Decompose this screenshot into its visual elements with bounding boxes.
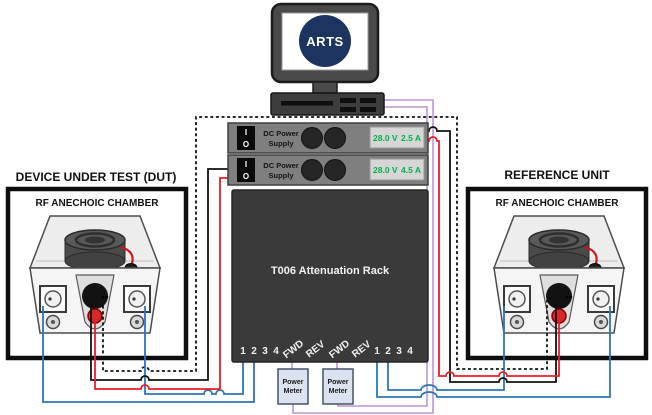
dut-chamber-label: RF ANECHOIC CHAMBER	[36, 198, 160, 209]
dut-left-port-to-rack2-cable	[42, 306, 255, 403]
current-readout: 2.5 A	[401, 133, 421, 143]
voltage-knob	[301, 127, 323, 149]
dc-power-supply-2: I O DC Power Supply 28.0 V 4.5 A	[227, 154, 429, 186]
rack-left-port-4: 4	[273, 346, 279, 357]
control-computer: ARTS	[270, 2, 385, 116]
rack-left-port-2: 2	[251, 346, 257, 357]
power-meter-1: Power Meter	[277, 368, 309, 405]
rack-right-port-2: 2	[385, 346, 391, 357]
power-meter-2: Power Meter	[322, 368, 354, 405]
vent-slot	[360, 98, 376, 103]
rack-right-port-3: 3	[396, 346, 402, 357]
power-switch	[237, 126, 255, 150]
power-meter-label-line2: Meter	[329, 388, 348, 395]
dut-device	[28, 214, 162, 335]
drive-slot	[281, 101, 333, 106]
computer-control-cable-dashed	[102, 116, 548, 372]
ref-dc-positive-cable	[428, 136, 560, 377]
power-meter-label-line2: Meter	[284, 388, 303, 395]
dut-dc-negative-cable	[90, 168, 228, 381]
switch-on-label: I	[245, 160, 247, 169]
reference-device	[492, 214, 626, 335]
right-meter-to-computer-cable	[337, 106, 428, 407]
rack-left-port-3: 3	[262, 346, 268, 357]
cabling	[42, 99, 611, 414]
switch-off-label: O	[243, 140, 249, 149]
current-knob	[324, 159, 346, 181]
rack1-to-ref-right-port-cable	[376, 306, 611, 398]
current-readout: 4.5 A	[401, 165, 421, 175]
rack-left-port-1: 1	[240, 346, 246, 357]
voltage-readout: 28.0 V	[373, 165, 398, 175]
switch-on-label: I	[245, 128, 247, 137]
supply-display	[369, 126, 425, 149]
supply-label-line1: DC Power	[263, 129, 299, 138]
reference-chamber-label: RF ANECHOIC CHAMBER	[496, 198, 620, 209]
rack2-to-ref-left-port-cable	[387, 306, 505, 391]
rack-label: T006 Attenuation Rack	[271, 265, 390, 277]
supply-display	[369, 158, 425, 181]
voltage-knob	[301, 159, 323, 181]
dut-dc-positive-cable	[94, 177, 228, 390]
arts-logo-text: ARTS	[306, 34, 343, 49]
vent-slot	[360, 107, 376, 112]
supply-label-line2: Supply	[268, 171, 294, 180]
rack-right-port-1: 1	[374, 346, 380, 357]
reference-unit-title: REFERENCE UNIT	[504, 168, 610, 182]
power-meter-body	[277, 368, 309, 405]
attenuation-rack: T006 Attenuation Rack 1 2 3 4 FWD REV FW…	[231, 189, 429, 363]
left-meter-to-computer-cable	[292, 99, 434, 414]
vent-slot	[340, 98, 356, 103]
power-meter-body	[322, 368, 354, 405]
rack-right-port-4: 4	[407, 346, 413, 357]
ref-dc-negative-cable	[428, 126, 557, 383]
power-meter-label-line1: Power	[327, 379, 348, 386]
current-knob	[324, 127, 346, 149]
supply-label-line2: Supply	[268, 139, 294, 148]
power-switch	[237, 158, 255, 182]
arts-logo	[299, 15, 351, 67]
rack-body	[231, 189, 429, 363]
monitor-stand	[312, 81, 338, 94]
power-meter-label-line1: Power	[282, 379, 303, 386]
dut-right-port-to-rack1-cable	[144, 306, 244, 395]
vent-slot	[340, 107, 356, 112]
dut-title: DEVICE UNDER TEST (DUT)	[16, 170, 177, 184]
dc-power-supply-1: I O DC Power Supply 28.0 V 2.5 A	[227, 122, 429, 154]
voltage-readout: 28.0 V	[373, 133, 398, 143]
switch-off-label: O	[243, 172, 249, 181]
supply-label-line1: DC Power	[263, 161, 299, 170]
